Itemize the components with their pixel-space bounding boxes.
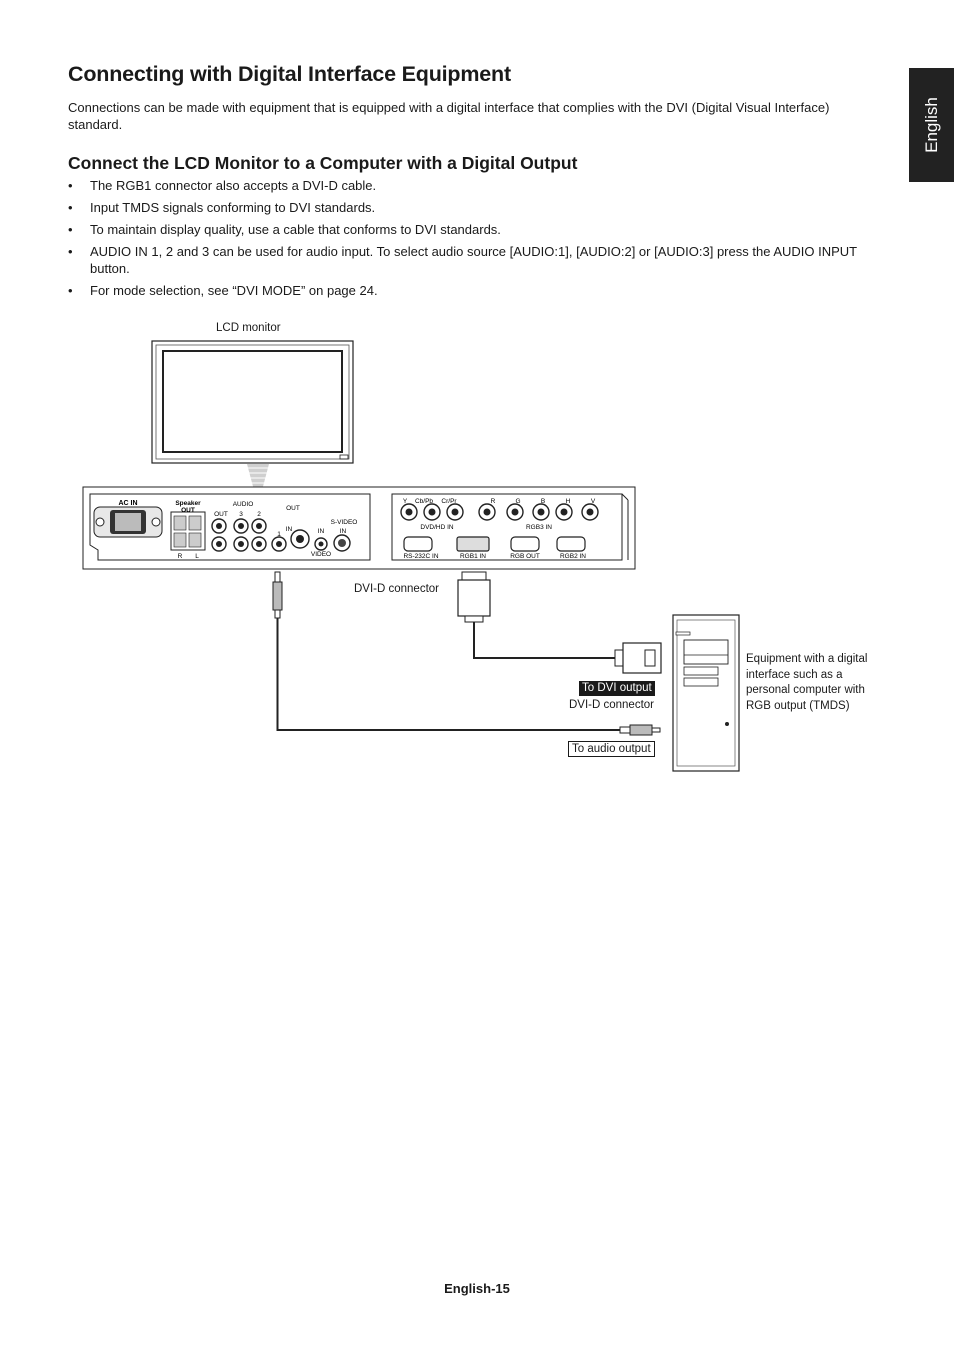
label-video: VIDEO xyxy=(311,551,331,558)
label-g: G xyxy=(515,498,520,505)
label-rgb2-in: RGB2 IN xyxy=(560,553,586,560)
list-item: The RGB1 connector also accepts a DVI-D … xyxy=(68,177,878,194)
label-ac-in: AC IN xyxy=(118,500,137,507)
label-y: Y xyxy=(403,498,408,505)
label-svideo: S-VIDEO xyxy=(331,519,358,526)
label-speaker-r: R xyxy=(178,553,183,560)
dvi-connector-label-top: DVI-D connector xyxy=(354,583,440,595)
label-b: B xyxy=(541,498,545,505)
label-rgb1-in: RGB1 IN xyxy=(460,553,486,560)
rear-panel: AC IN Speaker OUT R L AUDIO OUT 3 2 1 OU… xyxy=(82,486,636,570)
to-audio-output-label: To audio output xyxy=(568,741,655,757)
label-video-out: OUT xyxy=(286,505,300,512)
label-v: V xyxy=(591,498,596,505)
label-rgb-out: RGB OUT xyxy=(510,553,540,560)
label-svideo-in: IN xyxy=(340,528,347,535)
label-audio: AUDIO xyxy=(233,501,254,508)
lcd-monitor-label: LCD monitor xyxy=(216,322,281,334)
label-crpr: Cr/Pr xyxy=(441,498,457,505)
page-number: English-15 xyxy=(444,1281,510,1296)
label-dvd-hd-in: DVD/HD IN xyxy=(420,524,454,531)
label-h: H xyxy=(566,498,571,505)
to-dvi-output-label: To DVI output xyxy=(579,681,655,696)
dvi-connector-label-bottom: DVI-D connector xyxy=(569,699,655,711)
list-item: AUDIO IN 1, 2 and 3 can be used for audi… xyxy=(68,243,878,277)
lcd-monitor-illustration xyxy=(151,340,354,464)
label-video-in2: IN xyxy=(318,528,325,535)
audio-cable xyxy=(272,571,661,736)
connection-diagram: AC IN Speaker OUT R L AUDIO OUT 3 2 1 OU… xyxy=(82,340,740,772)
list-item: Input TMDS signals conforming to DVI sta… xyxy=(68,199,878,216)
equipment-label: Equipment with a digital interface such … xyxy=(746,653,868,712)
label-speaker-l: L xyxy=(195,553,199,560)
language-tab: English xyxy=(909,68,954,182)
label-speaker: Speaker xyxy=(175,500,201,507)
label-rgb3-in: RGB3 IN xyxy=(526,524,552,531)
label-video-in: IN xyxy=(286,526,293,533)
label-rs232c-in: RS-232C IN xyxy=(403,553,438,560)
label-audio-1: 1 xyxy=(277,531,281,538)
label-audio-2: 2 xyxy=(257,511,261,518)
label-r: R xyxy=(491,498,496,505)
computer-tower-illustration xyxy=(672,614,740,772)
label-audio-out: OUT xyxy=(214,511,228,518)
section-subheading: Connect the LCD Monitor to a Computer wi… xyxy=(68,153,578,173)
label-speaker-out: OUT xyxy=(181,507,195,514)
intro-paragraph: Connections can be made with equipment t… xyxy=(68,100,830,132)
dvi-cable xyxy=(457,571,662,674)
label-cbpb: Cb/Pb xyxy=(415,498,433,505)
list-item: For mode selection, see “DVI MODE” on pa… xyxy=(68,282,878,299)
page-title: Connecting with Digital Interface Equipm… xyxy=(68,62,511,86)
label-audio-3: 3 xyxy=(239,511,243,518)
bullet-list: The RGB1 connector also accepts a DVI-D … xyxy=(68,177,878,304)
list-item: To maintain display quality, use a cable… xyxy=(68,221,878,238)
